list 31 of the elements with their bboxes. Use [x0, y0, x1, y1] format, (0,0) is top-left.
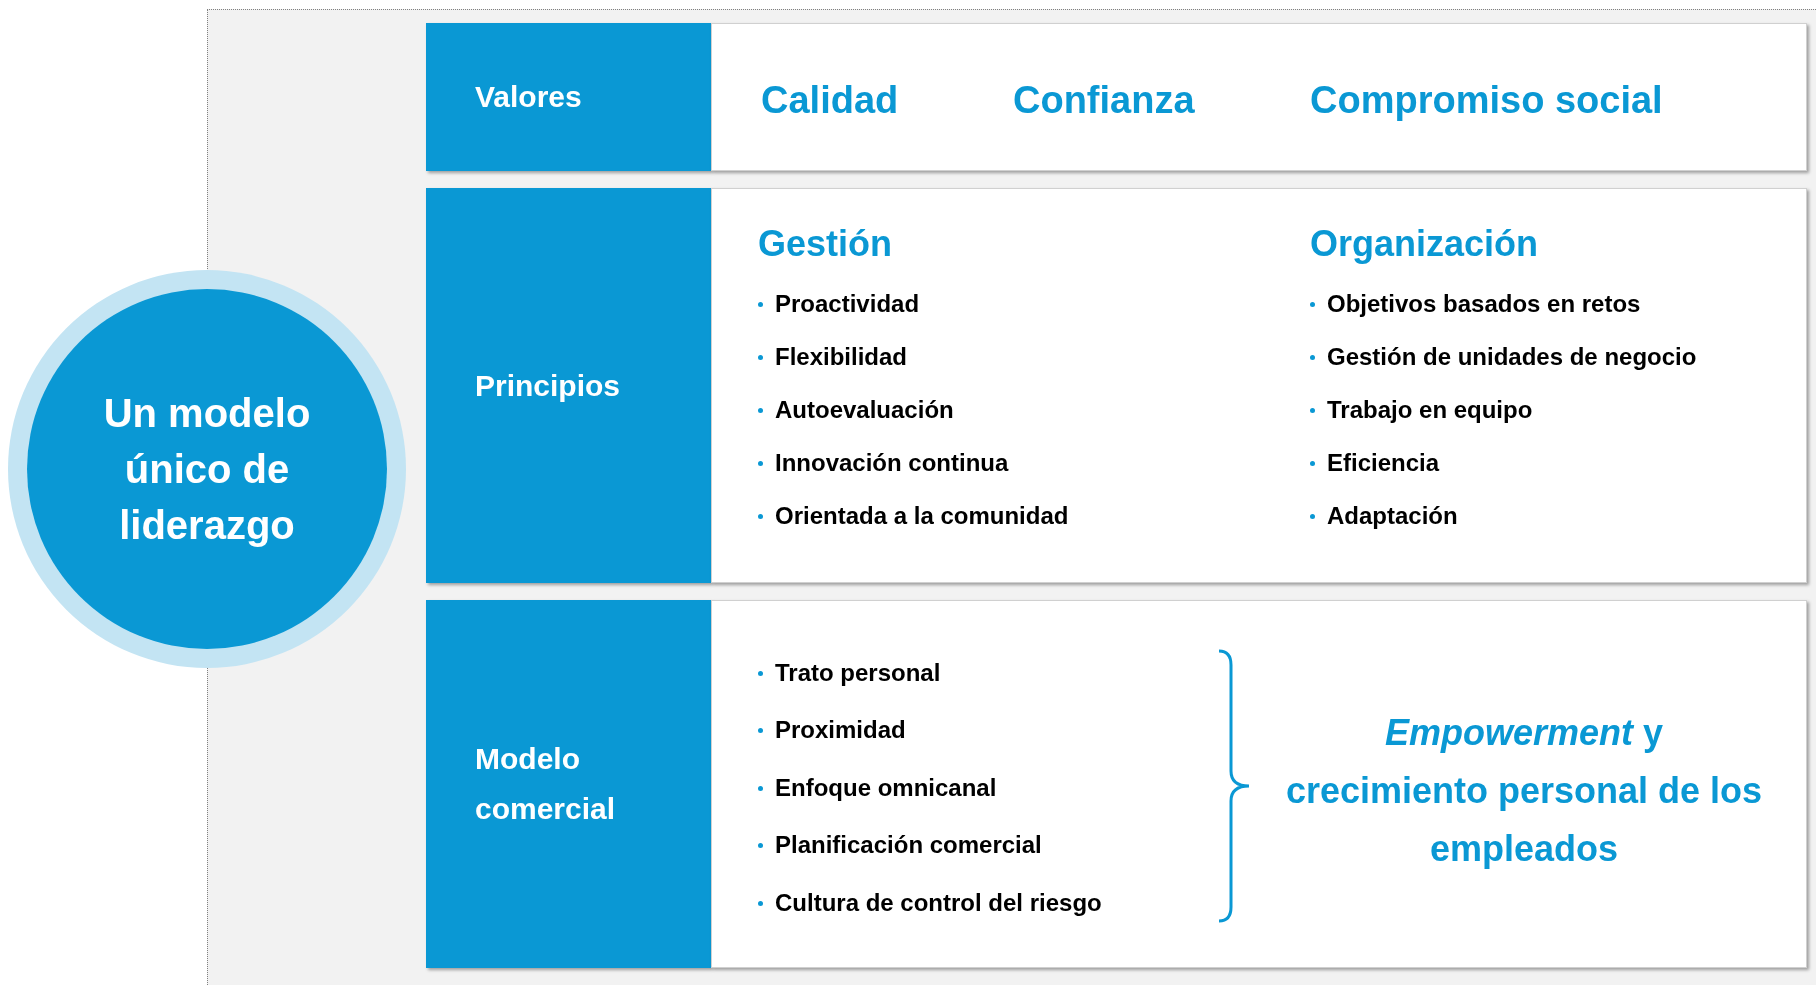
bullet-text: Gestión de unidades de negocio [1327, 342, 1697, 372]
content-panel [711, 23, 1807, 171]
bullet-text: Innovación continua [775, 448, 1009, 478]
bullet-text: Flexibilidad [775, 342, 908, 372]
value-text: Calidad [761, 77, 899, 123]
bullet-text: Cultura de control del riesgo [775, 888, 1102, 918]
content-panel [711, 188, 1807, 583]
content-panel [711, 600, 1807, 968]
category-band [426, 23, 711, 171]
band-label: Modelo comercial [475, 741, 617, 827]
bullet-text: Enfoque omnicanal [775, 773, 997, 803]
column-heading: Gestión [758, 222, 892, 266]
circle-title: Un modelo único de liderazgo [102, 390, 312, 549]
band-label: Valores [475, 79, 582, 115]
bullet-text: Eficiencia [1327, 448, 1440, 478]
bullet-text: Trabajo en equipo [1327, 395, 1533, 425]
bullet-text: Autoevaluación [775, 395, 954, 425]
value-text: Compromiso social [1310, 77, 1663, 123]
bullet-text: Proximidad [775, 715, 906, 745]
column-heading: Organización [1310, 222, 1539, 266]
band-label: Principios [475, 367, 621, 404]
bullet-text: Objetivos basados en retos [1327, 289, 1641, 319]
bullet-text: Orientada a la comunidad [775, 501, 1069, 531]
bullet-text: Adaptación [1327, 501, 1458, 531]
bullet-text: Planificación comercial [775, 830, 1042, 860]
bullet-text: Trato personal [775, 658, 941, 688]
statement-text: Empowerment y crecimiento personal de los empleados [1284, 711, 1764, 871]
category-band [426, 188, 711, 583]
category-band [426, 600, 711, 968]
value-text: Confianza [1013, 77, 1195, 123]
bullet-text: Proactividad [775, 289, 920, 319]
